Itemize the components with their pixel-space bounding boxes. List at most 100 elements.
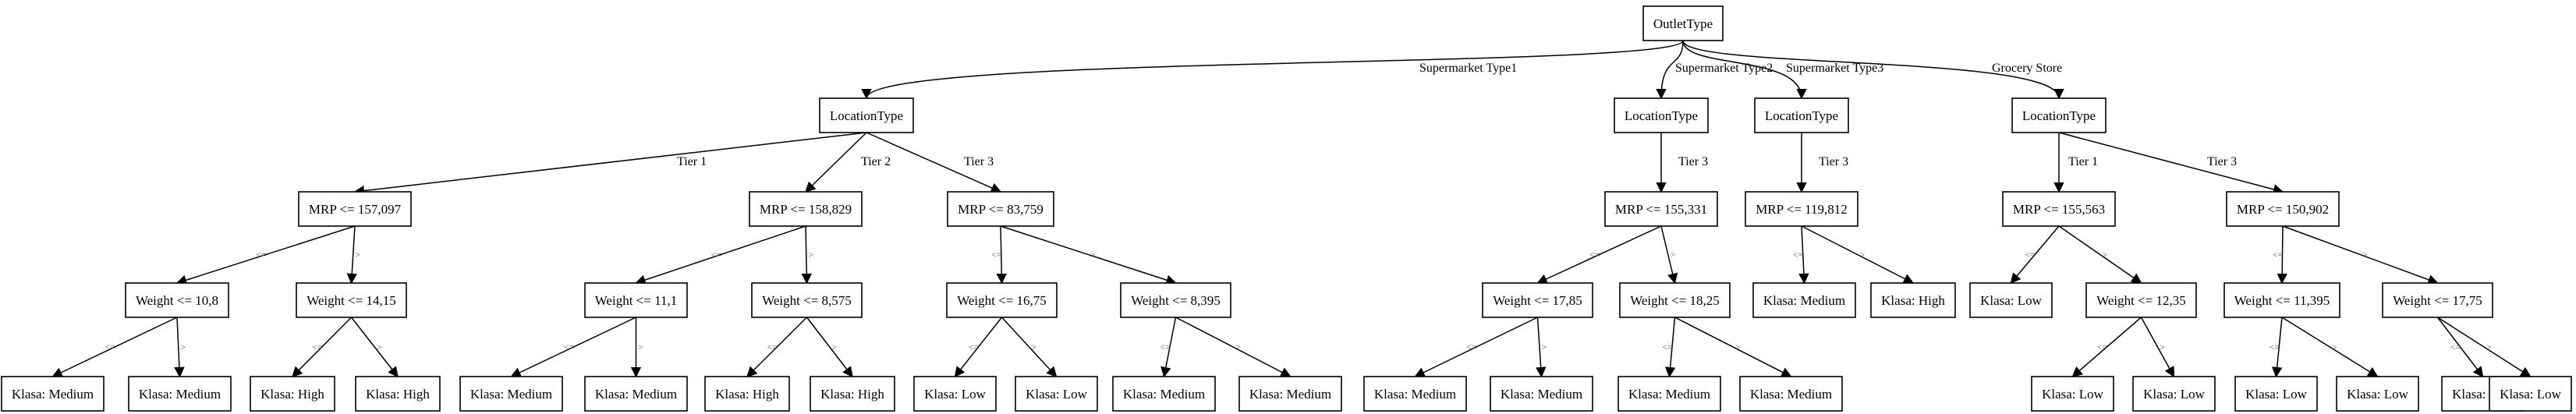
tree-edge-w1-k2: >	[174, 317, 186, 378]
edge-label: Supermarket Type1	[1419, 62, 1517, 75]
tree-node-split-w9: Weight <= 12,35	[2085, 282, 2197, 318]
node-label: Klasa: Medium	[1374, 387, 1456, 402]
tree-node-leaf-k21: Klasa: Low	[2234, 376, 2318, 412]
node-box	[2031, 376, 2114, 412]
tree-node-leaf-k14: Klasa: Medium	[1238, 376, 1342, 412]
tree-node-leaf-k3: Klasa: High	[250, 376, 335, 412]
edge-label: <=	[1793, 249, 1804, 260]
node-label: LocationType	[2022, 108, 2096, 123]
tree-node-split-m4: MRP <= 155,331	[1604, 191, 1718, 227]
edge-label: >	[2362, 249, 2368, 260]
node-label: Weight <= 8,575	[762, 293, 852, 308]
edge-arrow	[1175, 317, 1292, 377]
tree-node-split-m1: MRP <= 157,097	[298, 191, 412, 227]
edge-label: >	[377, 341, 382, 352]
node-box	[1482, 282, 1593, 318]
node-label: Weight <= 17,85	[1493, 293, 1582, 308]
node-box	[751, 282, 863, 318]
node-box	[1614, 97, 1709, 133]
tree-edge-w10-k21: <=	[2269, 317, 2283, 378]
node-label: Weight <= 11,1	[595, 293, 677, 308]
edge-label: <=	[256, 249, 267, 260]
tree-edge-w7-k16: >	[1535, 317, 1547, 378]
edge-label: <=	[2097, 341, 2108, 352]
node-label: Klasa: Low	[2143, 387, 2206, 402]
node-label: Weight <= 8,395	[1131, 293, 1221, 308]
tree-node-split-w11: Weight <= 17,75	[2382, 282, 2493, 318]
edge-label: Tier 1	[2068, 155, 2098, 168]
node-label: Klasa: High	[820, 387, 884, 402]
edge-arrow	[1535, 317, 1547, 378]
node-label: Klasa: Medium	[1628, 387, 1710, 402]
tree-edge-w5-k12: >	[1001, 317, 1058, 377]
node-box	[1, 376, 105, 412]
edge-arrow	[1798, 225, 1809, 285]
node-box	[1618, 376, 1721, 412]
node-box	[125, 282, 229, 318]
tree-node-leaf-k7: Klasa: Medium	[459, 376, 563, 412]
edge-label: >	[1735, 341, 1741, 352]
node-box	[2085, 282, 2197, 318]
edge-label: Tier 3	[1678, 155, 1708, 168]
tree-node-split-m3: MRP <= 83,759	[947, 191, 1054, 227]
tree-edge-root-lt2: Supermarket Type2	[1656, 40, 1773, 100]
tree-node-leaf-k18: Klasa: Medium	[1739, 376, 1843, 412]
edge-arrow	[346, 225, 357, 285]
edge-label: >	[638, 341, 643, 352]
edge-label: <=	[312, 341, 323, 352]
tree-edge-m6-k6a: <=	[2010, 225, 2060, 285]
node-box	[749, 191, 863, 227]
node-label: MRP <= 157,097	[309, 202, 402, 217]
edge-arrow	[1000, 225, 1177, 285]
tree-node-leaf-k9: Klasa: High	[704, 376, 790, 412]
edge-arrow	[1674, 317, 1792, 377]
tree-node-leaf-k15: Klasa: Medium	[1363, 376, 1467, 412]
node-box	[1604, 191, 1718, 227]
node-box	[913, 376, 997, 412]
tree-edge-m5-k5a: <=	[1793, 225, 1809, 285]
edge-label: <=	[969, 341, 980, 352]
edge-arrow	[51, 317, 178, 377]
edge-label: <=	[2269, 341, 2280, 352]
tree-node-split-w6: Weight <= 8,395	[1120, 282, 1231, 318]
node-box	[296, 282, 407, 318]
node-label: Klasa: High	[715, 387, 779, 402]
node-label: MRP <= 155,563	[2013, 202, 2105, 217]
edge-label: <=	[1466, 341, 1477, 352]
tree-edge-root-lt4: Grocery Store	[1682, 40, 2064, 100]
node-box	[2223, 282, 2340, 318]
tree-edge-lt3-m5: Tier 3	[1796, 133, 1848, 193]
edge-label: Supermarket Type3	[1786, 62, 1883, 75]
node-label: LocationType	[1625, 108, 1698, 123]
edge-label: <=	[710, 249, 721, 260]
edge-arrow	[350, 317, 399, 378]
edge-label: >	[1031, 341, 1036, 352]
edge-label: >	[1859, 249, 1865, 260]
edge-arrow	[2437, 317, 2532, 377]
tree-node-split-w3: Weight <= 11,1	[584, 282, 688, 318]
tree-edge-m1-w2: >	[346, 225, 360, 285]
node-label: Klasa: Medium	[470, 387, 552, 402]
tree-node-split-lt1: LocationType	[819, 97, 914, 133]
edge-arrow	[2282, 225, 2439, 285]
node-label: MRP <= 83,759	[958, 202, 1044, 217]
tree-edge-m5-k5b: >	[1801, 225, 1915, 284]
node-label: MRP <= 158,829	[760, 202, 852, 217]
node-label: Klasa: Medium	[12, 387, 94, 402]
edge-arrow	[1536, 225, 1662, 285]
tree-node-split-lt4: LocationType	[2011, 97, 2107, 133]
tree-node-leaf-k4: Klasa: High	[355, 376, 441, 412]
node-box	[1739, 376, 1843, 412]
tree-node-leaf-k16: Klasa: Medium	[1490, 376, 1593, 412]
node-box	[2234, 376, 2318, 412]
tree-node-split-w7: Weight <= 17,85	[1482, 282, 1593, 318]
tree-node-split-w10: Weight <= 11,395	[2223, 282, 2340, 318]
edge-arrow	[1682, 40, 1807, 100]
tree-edge-w5-k11: <=	[954, 317, 1003, 378]
tree-edge-m3-w5: <=	[991, 225, 1007, 285]
edge-arrow	[2010, 225, 2060, 285]
edge-label: >	[355, 249, 360, 260]
node-box	[1490, 376, 1593, 412]
node-box	[1015, 376, 1098, 412]
tree-edge-w3-k8: >	[630, 317, 643, 378]
